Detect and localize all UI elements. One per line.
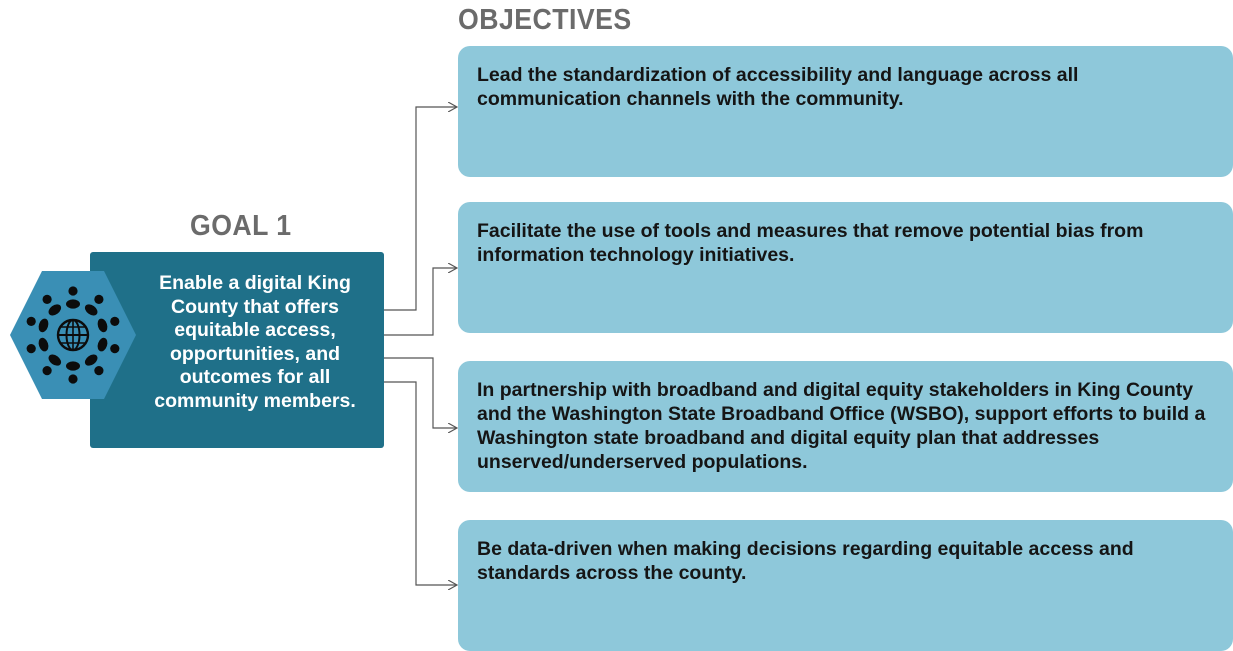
person-body (97, 318, 108, 333)
person-body (84, 354, 98, 366)
objective-text: In partnership with broadband and digita… (477, 379, 1206, 473)
globe-community-icon (10, 271, 136, 399)
person-body (38, 337, 49, 352)
objective-text: Be data-driven when making decisions reg… (477, 538, 1134, 584)
person-head (42, 294, 52, 304)
person-body (48, 304, 62, 316)
connector-objective-3 (384, 357, 456, 428)
person-body (84, 304, 98, 316)
person-body (48, 354, 62, 366)
person-head (110, 344, 120, 354)
person-head (68, 286, 78, 296)
person-body (97, 337, 108, 352)
person-body (66, 299, 80, 309)
connector-objective-1 (384, 107, 456, 311)
person-head (94, 294, 104, 304)
goal-box: Enable a digital King County that offers… (90, 252, 384, 448)
connector-objective-4 (384, 381, 456, 585)
person-head (110, 316, 120, 326)
person-body (66, 361, 80, 371)
objective-box-2: Facilitate the use of tools and measures… (458, 202, 1233, 333)
objective-box-1: Lead the standardization of accessibilit… (458, 46, 1233, 177)
objectives-heading: OBJECTIVES (458, 4, 632, 36)
person-head (68, 374, 78, 384)
person-head (26, 344, 36, 354)
person-head (42, 366, 52, 376)
objective-box-3: In partnership with broadband and digita… (458, 361, 1233, 492)
objective-text: Lead the standardization of accessibilit… (477, 64, 1079, 110)
objective-box-4: Be data-driven when making decisions reg… (458, 520, 1233, 651)
person-body (38, 318, 49, 333)
goal-text: Enable a digital King County that offers… (154, 272, 356, 412)
objective-text: Facilitate the use of tools and measures… (477, 220, 1144, 266)
person-head (94, 366, 104, 376)
connector-objective-2 (384, 268, 456, 336)
goal-heading: GOAL 1 (190, 210, 292, 242)
person-head (26, 316, 36, 326)
